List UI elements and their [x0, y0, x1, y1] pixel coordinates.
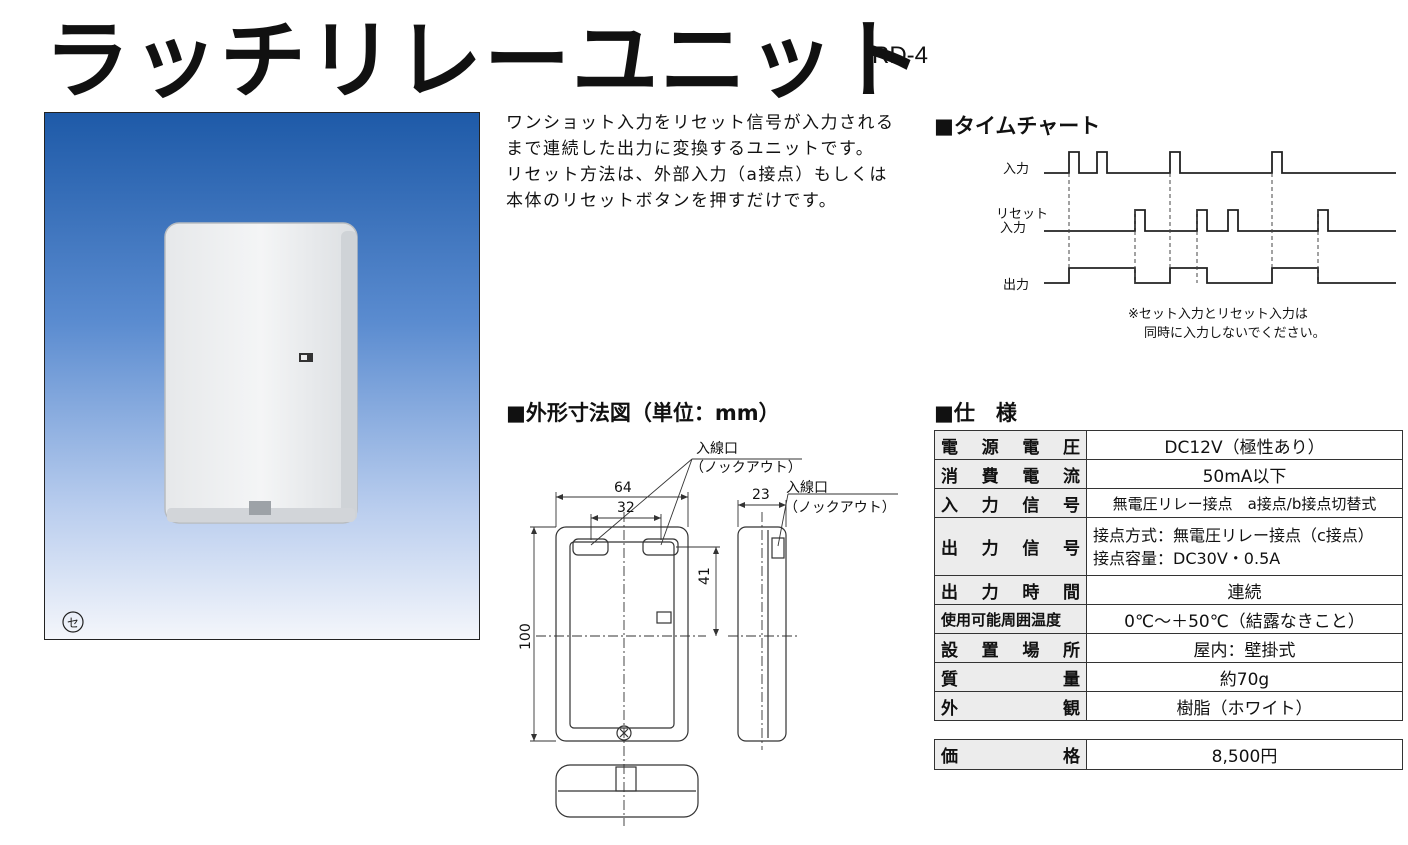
description-line: リセット方法は、外部入力（a接点）もしくは — [506, 165, 888, 185]
timechart-note: ※セット入力とリセット入力は 同時に入力しないでください。 — [1128, 307, 1326, 341]
spec-key: 使用可能周囲温度 — [934, 604, 1087, 634]
description-line: ワンショット入力をリセット信号が入力される — [506, 113, 895, 133]
dimension-depth-23: 23 — [752, 487, 770, 503]
spec-value: 樹脂（ホワイト） — [1086, 691, 1403, 721]
product-description: ワンショット入力をリセット信号が入力される まで連続した出力に変換するユニットで… — [506, 110, 906, 214]
spec-value: 連続 — [1086, 575, 1403, 605]
table-row: 外観 樹脂（ホワイト） — [934, 691, 1403, 721]
timechart-label-reset: リセット 入力 — [996, 207, 1049, 236]
spec-key: 出力時間 — [934, 575, 1087, 605]
table-row: 使用可能周囲温度 0℃～＋50℃（結露なきこと） — [934, 604, 1403, 634]
specs-heading: ■仕 様 — [934, 401, 1017, 425]
spec-key: 入力信号 — [934, 488, 1087, 518]
specs-table: 電源電圧 DC12V（極性あり） 消費電流 50mA以下 入力信号 無電圧リレー… — [934, 430, 1403, 721]
spec-value: 屋内：壁掛式 — [1086, 633, 1403, 663]
inlet-front-label: 入線口 — [696, 441, 738, 457]
inlet-side-knockout-label: （ノックアウト） — [784, 500, 896, 516]
table-row: 設置場所 屋内：壁掛式 — [934, 633, 1403, 663]
inlet-front-knockout-label: （ノックアウト） — [690, 460, 802, 476]
table-row: 消費電流 50mA以下 — [934, 459, 1403, 489]
spec-value: 接点方式：無電圧リレー接点（c接点） 接点容量：DC30V・0.5A — [1086, 517, 1403, 576]
price-table: 価格 8,500円 — [934, 739, 1403, 770]
dimension-width-64: 64 — [614, 480, 632, 496]
table-row: 価格 8,500円 — [934, 739, 1403, 770]
spec-key: 設置場所 — [934, 633, 1087, 663]
spec-value: 約70g — [1086, 662, 1403, 692]
price-value: 8,500円 — [1086, 739, 1403, 770]
dimension-height-41: 41 — [697, 567, 713, 585]
spec-value: 50mA以下 — [1086, 459, 1403, 489]
dimension-height-100: 100 — [518, 623, 534, 650]
timechart-heading: ■タイムチャート — [934, 114, 1101, 138]
table-row: 出力信号 接点方式：無電圧リレー接点（c接点） 接点容量：DC30V・0.5A — [934, 517, 1403, 576]
timechart-label-input: 入力 — [1003, 162, 1030, 177]
spec-value: DC12V（極性あり） — [1086, 430, 1403, 460]
page-title: ラッチリレーユニット — [44, 11, 924, 111]
spec-key: 質量 — [934, 662, 1087, 692]
spec-key: 出力信号 — [934, 517, 1087, 576]
inlet-side-label: 入線口 — [786, 480, 828, 496]
model-number: RD-4 — [872, 42, 929, 69]
dimensions-heading: ■外形寸法図（単位：mm） — [506, 401, 780, 425]
dimension-width-32: 32 — [617, 500, 635, 516]
certification-mark: セ — [67, 616, 79, 630]
table-row: 入力信号 無電圧リレー接点 a接点/b接点切替式 — [934, 488, 1403, 518]
spec-key: 電源電圧 — [934, 430, 1087, 460]
timechart-label-output: 出力 — [1003, 278, 1030, 293]
table-row: 出力時間 連続 — [934, 575, 1403, 605]
price-key: 価格 — [934, 739, 1087, 770]
description-line: まで連続した出力に変換するユニットです。 — [506, 139, 875, 159]
spec-key: 外観 — [934, 691, 1087, 721]
spec-value: 0℃～＋50℃（結露なきこと） — [1086, 604, 1403, 634]
timechart-diagram — [1044, 151, 1396, 284]
spec-value: 無電圧リレー接点 a接点/b接点切替式 — [1086, 488, 1403, 518]
spec-key: 消費電流 — [934, 459, 1087, 489]
table-row: 質量 約70g — [934, 662, 1403, 692]
product-device-image: セ — [62, 222, 358, 633]
product-photo: セ — [44, 112, 480, 640]
dimension-drawing — [530, 458, 898, 826]
table-row: 電源電圧 DC12V（極性あり） — [934, 430, 1403, 460]
description-line: 本体のリセットボタンを押すだけです。 — [506, 191, 838, 211]
